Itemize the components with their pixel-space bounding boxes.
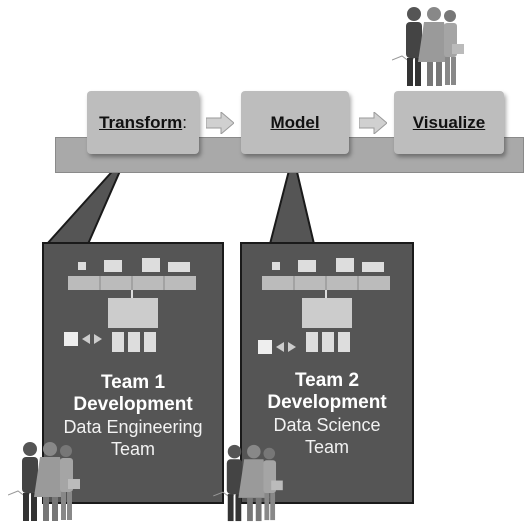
team2-role: Development bbox=[267, 392, 387, 413]
arrow-right-icon bbox=[206, 112, 234, 134]
server-architecture-icon bbox=[258, 258, 390, 354]
team1-name: Team 1 bbox=[100, 372, 166, 393]
team1-label: Team 1 Development Data Engineering Team bbox=[44, 372, 222, 460]
people-group-icon bbox=[213, 444, 283, 522]
step-transform[interactable]: Transform: bbox=[87, 91, 199, 154]
step-model-label: Model bbox=[270, 112, 320, 132]
team1-role: Development bbox=[73, 394, 193, 415]
team2-desc: Data Science bbox=[273, 415, 381, 435]
team2-desc-2: Team bbox=[304, 437, 349, 457]
team1-desc: Data Engineering bbox=[63, 417, 203, 437]
server-architecture-icon bbox=[64, 258, 196, 352]
step-model[interactable]: Model bbox=[241, 91, 349, 154]
team2-label: Team 2 Development Data Science Team bbox=[242, 370, 412, 458]
people-group-icon bbox=[8, 442, 80, 521]
people-group-icon bbox=[392, 7, 464, 86]
step-visualize[interactable]: Visualize bbox=[394, 91, 504, 154]
step-transform-label: Transform bbox=[99, 112, 183, 132]
team2-name: Team 2 bbox=[294, 370, 360, 391]
step-visualize-label: Visualize bbox=[412, 112, 486, 132]
arrow-right-icon bbox=[359, 112, 387, 134]
team1-desc-2: Team bbox=[110, 439, 155, 459]
